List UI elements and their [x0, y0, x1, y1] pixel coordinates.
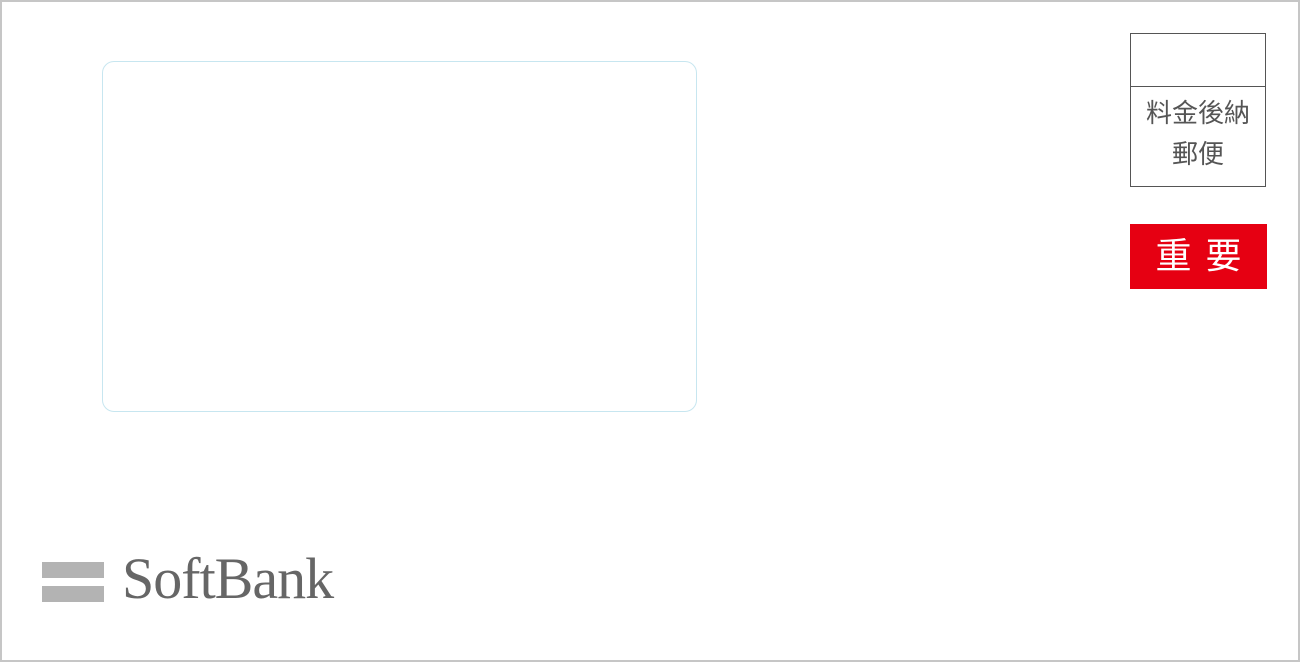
- logo-bar-bottom: [42, 586, 104, 602]
- softbank-bars-icon: [42, 555, 104, 603]
- softbank-logo: SoftBank: [42, 546, 334, 611]
- postage-line-1: 料金後納: [1145, 99, 1250, 129]
- postage-mark: 料金後納 郵便: [1130, 33, 1266, 187]
- important-badge: 重要: [1130, 224, 1267, 289]
- address-window: [102, 61, 697, 412]
- postage-text: 料金後納 郵便: [1131, 94, 1265, 176]
- postage-divider: [1131, 86, 1265, 87]
- postage-line-2: 郵便: [1171, 140, 1224, 170]
- logo-text: SoftBank: [122, 546, 334, 611]
- logo-bar-top: [42, 562, 104, 578]
